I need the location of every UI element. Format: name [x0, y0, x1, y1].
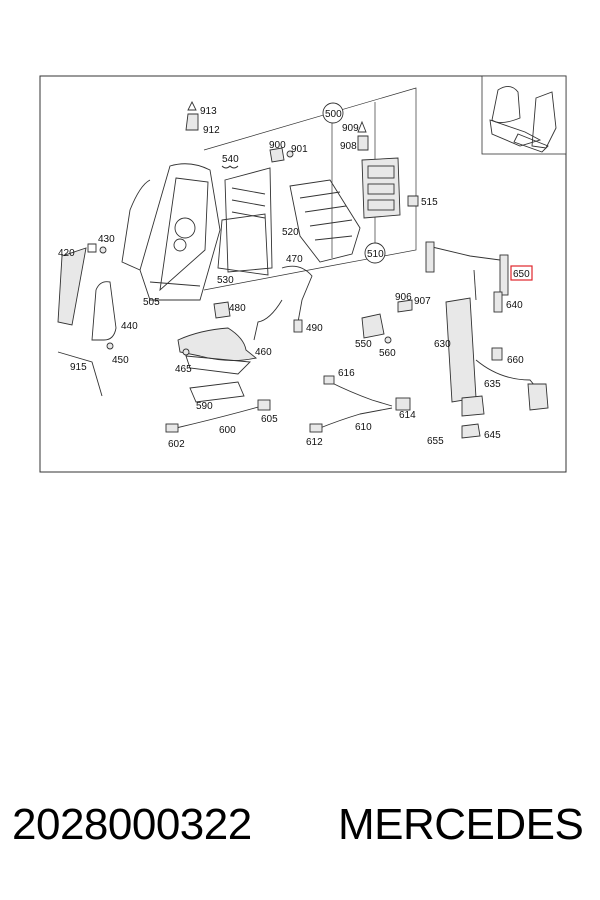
- label-909: 909: [342, 123, 359, 134]
- highlight-650-box: [510, 265, 533, 281]
- label-912: 912: [203, 125, 220, 136]
- label-540: 540: [222, 154, 239, 165]
- label-612: 612: [306, 437, 323, 448]
- label-550: 550: [355, 339, 372, 350]
- circle-510: [364, 242, 386, 264]
- switch-660: [491, 347, 503, 361]
- label-470: 470: [286, 254, 303, 265]
- label-645: 645: [484, 430, 501, 441]
- label-520: 520: [282, 227, 299, 238]
- label-600: 600: [219, 425, 236, 436]
- label-480: 480: [229, 303, 246, 314]
- label-906: 906: [395, 292, 412, 303]
- control-unit-508: [361, 157, 401, 219]
- module-550: [361, 299, 413, 344]
- label-650: 650: [513, 269, 530, 280]
- label-560: 560: [379, 348, 396, 359]
- label-440: 440: [121, 321, 138, 332]
- label-510: 510: [367, 249, 384, 260]
- label-655: 655: [427, 436, 444, 447]
- bracket-480: [213, 301, 231, 319]
- cable-600: [165, 399, 271, 433]
- label-605: 605: [261, 414, 278, 425]
- lumbar-mat-520: [289, 179, 361, 263]
- trim-440: [91, 281, 117, 350]
- footer: 2028000322 MERCEDES: [0, 800, 600, 860]
- label-430: 430: [98, 234, 115, 245]
- parts-diagram: 500 510 913 912 540 900 901 909 908 515 …: [39, 75, 567, 473]
- label-616: 616: [338, 368, 355, 379]
- label-530: 530: [217, 275, 234, 286]
- backrest-frame-505: [121, 163, 221, 301]
- brand-name: MERCEDES: [338, 800, 584, 849]
- label-640: 640: [506, 300, 523, 311]
- label-901: 901: [291, 144, 308, 155]
- label-515: 515: [421, 197, 438, 208]
- wiring-470: [253, 265, 313, 341]
- label-500: 500: [325, 109, 342, 120]
- label-660: 660: [507, 355, 524, 366]
- cable-610: [309, 375, 411, 433]
- label-450: 450: [112, 355, 129, 366]
- label-915: 915: [70, 362, 87, 373]
- label-614: 614: [399, 410, 416, 421]
- label-420: 420: [58, 248, 75, 259]
- label-602: 602: [168, 439, 185, 450]
- actuator-640: [493, 254, 509, 313]
- side-cover-420: [57, 243, 107, 326]
- label-590: 590: [196, 401, 213, 412]
- spring-540: [221, 165, 239, 169]
- seat-thumbnail: [481, 75, 567, 155]
- part-number: 2028000322: [12, 800, 252, 849]
- backrest-panel-530: [217, 167, 273, 276]
- label-635: 635: [484, 379, 501, 390]
- label-465: 465: [175, 364, 192, 375]
- small-parts-top: [185, 100, 419, 207]
- label-907: 907: [414, 296, 431, 307]
- label-900: 900: [269, 140, 286, 151]
- label-908: 908: [340, 141, 357, 152]
- label-460: 460: [255, 347, 272, 358]
- label-610: 610: [355, 422, 372, 433]
- label-630: 630: [434, 339, 451, 350]
- seat-frame-460: [177, 327, 258, 375]
- label-505: 505: [143, 297, 160, 308]
- label-913: 913: [200, 106, 217, 117]
- label-490: 490: [306, 323, 323, 334]
- circle-500: [322, 102, 344, 124]
- rail-590: [189, 381, 245, 403]
- adjuster-assembly-630: [425, 241, 549, 439]
- rod-915: [57, 351, 103, 397]
